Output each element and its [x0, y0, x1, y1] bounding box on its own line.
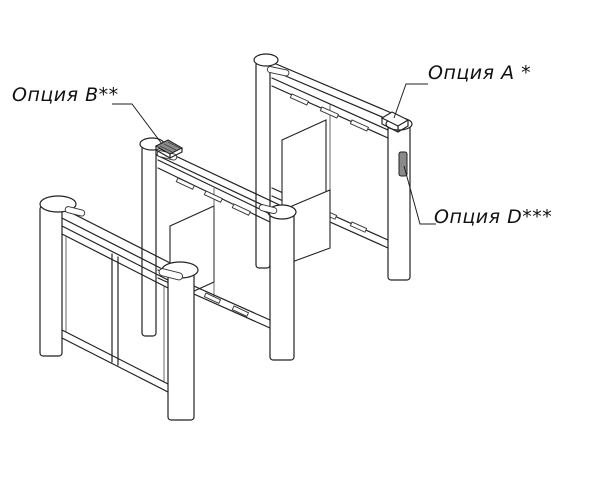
leader-option-a [393, 83, 428, 119]
option-a-device [380, 111, 410, 133]
front-cabinet [39, 195, 199, 421]
option-b-device [154, 139, 184, 159]
label-option-b: Опция B** [12, 84, 119, 106]
leader-option-d [403, 165, 436, 225]
leader-option-b [112, 103, 163, 145]
leader-lines [112, 83, 436, 225]
label-option-a: Опция A * [428, 62, 532, 84]
label-option-d: Опция D*** [434, 206, 553, 228]
